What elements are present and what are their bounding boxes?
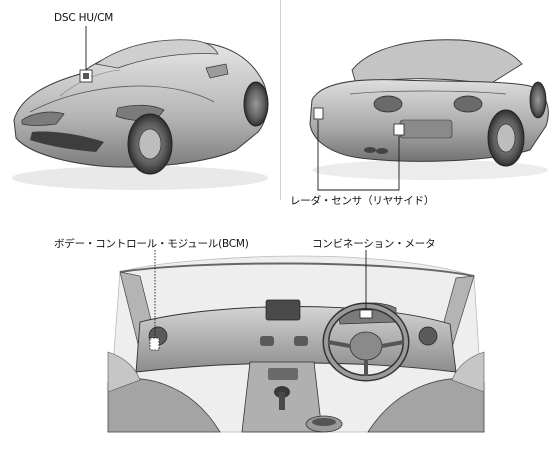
- radar-label: レーダ・センサ（リヤサイド）: [290, 195, 435, 207]
- interior-illustration: [107, 250, 485, 433]
- bcm-label: ボデー・コントロール・モジュール(BCM): [54, 238, 249, 250]
- rear-car-view: レーダ・センサ（リヤサイド）: [290, 0, 558, 215]
- meter-label: コンビネーション・メータ: [312, 238, 436, 250]
- radar-leader-line: [317, 120, 400, 191]
- bcm-marker: [149, 337, 160, 351]
- rear-car-illustration: [309, 39, 549, 191]
- front-car-illustration: [12, 26, 269, 190]
- top-divider: [280, 0, 281, 200]
- radar-marker-right: [393, 123, 405, 136]
- front-car-view: DSC HU/CM: [0, 0, 280, 200]
- interior-view: [100, 232, 490, 452]
- meter-marker: [359, 309, 373, 319]
- radar-marker-left: [313, 107, 324, 120]
- dsc-label: DSC HU/CM: [54, 12, 114, 24]
